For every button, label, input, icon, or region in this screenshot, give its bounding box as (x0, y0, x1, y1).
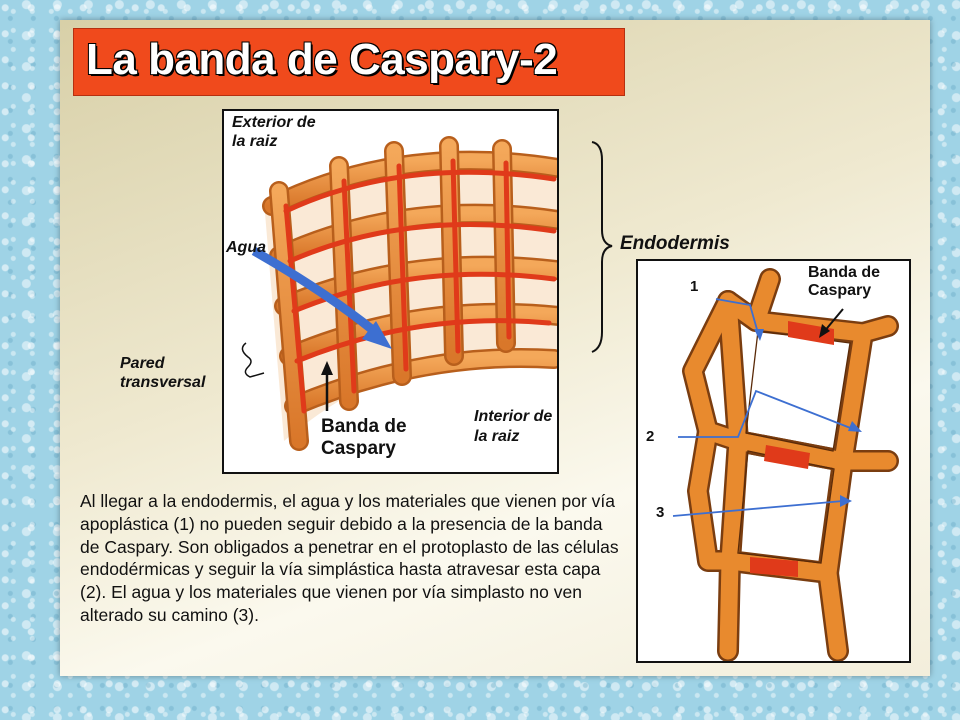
explanation-paragraph: Al llegar a la endodermis, el agua y los… (80, 491, 619, 625)
label-interior-line2: la raiz (474, 428, 520, 445)
cell-section-illustration (672, 268, 899, 662)
label-agua: Agua (226, 239, 266, 256)
label-path-2: 2 (646, 428, 655, 445)
cell-section-diagram: Banda de Caspary 1 2 3 (636, 259, 911, 663)
label-interior-line1: Interior de (474, 408, 553, 425)
endodermis-3d-illustration (241, 136, 574, 451)
title-box: La banda de Caspary-2 (73, 28, 625, 96)
label-cell-banda-line2: Caspary (808, 282, 872, 299)
endodermis-brace (591, 141, 613, 353)
label-pared-line2: transversal (120, 374, 206, 391)
label-banda-line1: Banda de (321, 416, 407, 437)
label-path-3: 3 (656, 504, 665, 521)
slide-title: La banda de Caspary-2 (86, 35, 558, 84)
endodermis-3d-diagram: Exterior de la raiz Agua Interior de la … (222, 109, 574, 474)
label-path-1: 1 (690, 278, 699, 295)
label-exterior-line1: Exterior de (232, 114, 316, 131)
label-exterior-line2: la raiz (232, 133, 278, 150)
label-pared-line1: Pared (120, 355, 165, 372)
label-endodermis: Endodermis (620, 233, 730, 254)
label-cell-banda-line1: Banda de (808, 264, 881, 281)
label-banda-line2: Caspary (321, 438, 396, 459)
